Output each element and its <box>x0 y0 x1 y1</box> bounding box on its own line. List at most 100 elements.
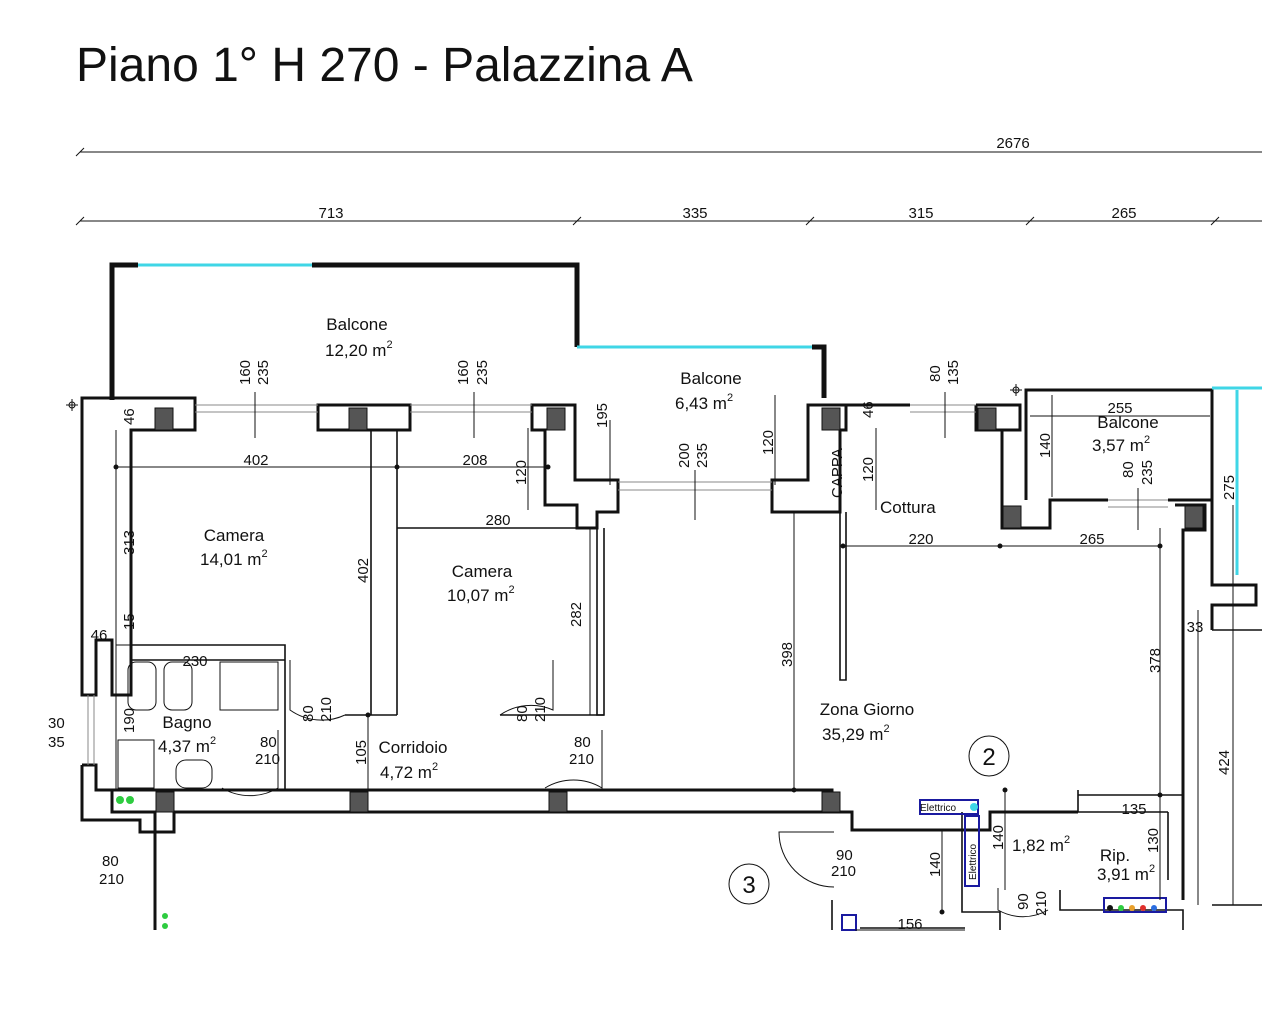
columns <box>154 407 1204 813</box>
door-width: 80 <box>260 734 277 751</box>
dimension-chain-segments: 713 335 315 265 <box>75 205 1262 226</box>
door-width: 90 <box>836 847 853 864</box>
room-name: Zona Giorno <box>820 700 915 719</box>
dimension-label: 140 <box>990 825 1007 850</box>
room-name: Camera <box>204 526 265 545</box>
window-height: 235 <box>1139 460 1156 485</box>
dimension-label: 280 <box>485 512 510 529</box>
dimension-label: 208 <box>462 452 487 469</box>
dimension-label: 30 <box>48 715 65 732</box>
dimension-label: 220 <box>908 531 933 548</box>
opening-size-labels: 160 235 160 235 80 135 200 235 80 235 80… <box>99 360 1156 916</box>
dimension-label: 120 <box>513 460 530 485</box>
dimension-label: 255 <box>1107 400 1132 417</box>
elettrico-label: Elettrico <box>920 803 957 814</box>
dimension-segment: 265 <box>1111 205 1136 222</box>
dimension-segment: 713 <box>318 205 343 222</box>
room-name: Balcone <box>1097 413 1158 432</box>
dimension-label: 135 <box>1121 801 1146 818</box>
door-height: 210 <box>99 871 124 888</box>
dimension-overall: 2676 <box>996 135 1029 152</box>
window-height: 235 <box>474 360 491 385</box>
dimension-label: 46 <box>860 401 877 418</box>
cottura-label: Cottura <box>880 498 936 517</box>
marker-3: 3 <box>742 872 755 899</box>
dimension-chain-overall: 2676 <box>75 135 1262 157</box>
room-name: Rip. <box>1100 846 1130 865</box>
dimension-label: 46 <box>121 408 138 425</box>
elettrico-label: Elettrico <box>968 843 979 880</box>
dimension-label: 105 <box>353 740 370 765</box>
balcony-parapets <box>109 262 1262 575</box>
dimension-label: 120 <box>760 430 777 455</box>
electrical-panels <box>841 799 1167 931</box>
window-width: 160 <box>455 360 472 385</box>
room-area: 4,72 m2 <box>380 761 438 782</box>
dimension-label: 120 <box>860 457 877 482</box>
dimension-label: 282 <box>568 602 585 627</box>
door-swings <box>221 660 1049 918</box>
dimension-label: 15 <box>121 613 138 630</box>
room-area: 14,01 m2 <box>200 548 268 569</box>
room-area: 35,29 m2 <box>822 723 890 744</box>
window-height: 135 <box>945 360 962 385</box>
room-area: 4,37 m2 <box>158 735 216 756</box>
bathroom-fixtures <box>116 661 279 929</box>
door-height: 210 <box>569 751 594 768</box>
dimension-label: 140 <box>927 852 944 877</box>
room-area: 12,20 m2 <box>325 339 393 360</box>
dimension-label: 402 <box>355 558 372 583</box>
dimension-label: 35 <box>48 734 65 751</box>
window-height: 235 <box>255 360 272 385</box>
room-labels: Balcone 12,20 m2 Balcone 6,43 m2 Balcone… <box>158 315 1159 884</box>
door-height: 210 <box>1033 891 1050 916</box>
reference-marks <box>66 384 1022 411</box>
dimension-label: 156 <box>897 916 922 933</box>
interior-dimension-lines <box>113 392 1234 931</box>
door-height: 210 <box>831 863 856 880</box>
window-width: 80 <box>1120 461 1137 478</box>
dimension-label: 230 <box>182 653 207 670</box>
room-name: Corridoio <box>379 738 448 757</box>
window-width: 160 <box>237 360 254 385</box>
dimension-label: 398 <box>779 642 796 667</box>
room-area: 6,43 m2 <box>675 392 733 413</box>
window-width: 200 <box>676 443 693 468</box>
dimension-label: 275 <box>1221 475 1238 500</box>
marker-2: 2 <box>982 744 995 771</box>
interior-dimension-texts: 402 208 280 230 220 265 255 135 156 33 4… <box>48 400 1238 933</box>
dimension-label: 33 <box>1187 619 1204 636</box>
dimension-label: 140 <box>1037 433 1054 458</box>
dimension-label: 190 <box>121 708 138 733</box>
door-height: 210 <box>532 697 549 722</box>
dimension-segment: 315 <box>908 205 933 222</box>
room-name: Camera <box>452 562 513 581</box>
room-name: Balcone <box>326 315 387 334</box>
door-width: 80 <box>102 853 119 870</box>
dimension-label: 195 <box>594 403 611 428</box>
dimension-label: 130 <box>1145 828 1162 853</box>
location-markers: 2 3 <box>728 735 1010 905</box>
dimension-label: 313 <box>121 530 138 555</box>
door-width: 90 <box>1015 893 1032 910</box>
cappa-label: CAPPA <box>829 448 846 498</box>
dimension-label: 46 <box>91 627 108 644</box>
door-height: 210 <box>255 751 280 768</box>
door-width: 80 <box>574 734 591 751</box>
dimension-label: 402 <box>243 452 268 469</box>
window-width: 80 <box>927 365 944 382</box>
room-area: 3,91 m2 <box>1097 863 1155 884</box>
door-height: 210 <box>318 697 335 722</box>
room-area: 3,57 m2 <box>1092 434 1150 455</box>
door-width: 80 <box>514 705 531 722</box>
dimension-label: 265 <box>1079 531 1104 548</box>
dimension-label: 378 <box>1147 648 1164 673</box>
door-width: 80 <box>300 705 317 722</box>
page-title: Piano 1° H 270 - Palazzina A <box>76 39 693 92</box>
room-area: 10,07 m2 <box>447 584 515 605</box>
room-name: Bagno <box>162 713 211 732</box>
walls <box>80 396 1262 930</box>
room-name: Balcone <box>680 369 741 388</box>
window-height: 235 <box>694 443 711 468</box>
